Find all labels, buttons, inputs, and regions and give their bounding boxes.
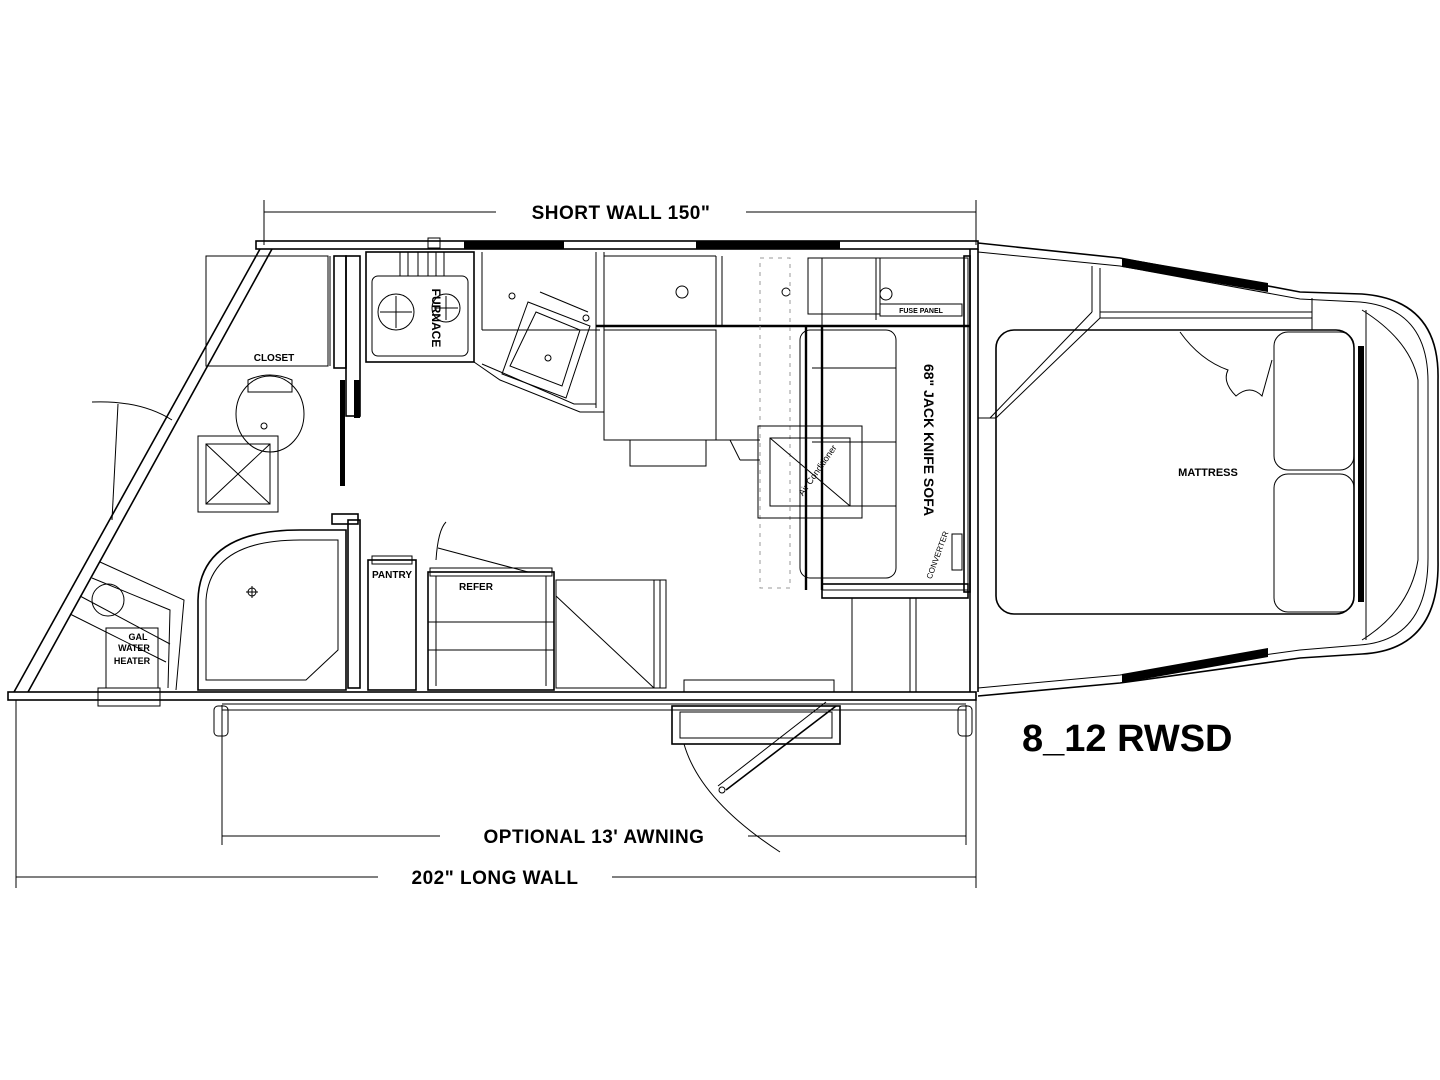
windows [464, 241, 1364, 683]
shower-pan [197, 435, 279, 513]
awning-label: OPTIONAL 13' AWNING [484, 827, 705, 848]
converter-label: CONVERTER [925, 530, 951, 580]
pantry-label: PANTRY [372, 570, 412, 581]
short-wall-dimension: SHORT WALL 150" [263, 200, 977, 245]
long-wall-label: 202" LONG WALL [412, 868, 579, 889]
burner-left [377, 293, 415, 331]
furnace-label: FURNACE [429, 289, 443, 348]
window-bed-bottom [1122, 648, 1268, 683]
window-bed-top [1122, 258, 1268, 292]
long-wall-dimension: 202" LONG WALL [15, 700, 977, 889]
air-conditioner [757, 425, 863, 519]
window-rear [1358, 346, 1364, 602]
short-wall-label: SHORT WALL 150" [532, 203, 711, 224]
kitchen-sink [501, 301, 591, 399]
fuse-panel-label: FUSE PANEL [899, 308, 944, 315]
awning-dimension: OPTIONAL 13' AWNING [221, 705, 967, 848]
bathroom-section: CLOSET [91, 255, 361, 691]
entry-step [671, 705, 841, 745]
window-front-2 [696, 241, 840, 249]
corner-shower [197, 529, 347, 691]
water-heater-section: GAL WATER HEATER [69, 561, 185, 707]
water-heater-line-1: GAL [129, 632, 149, 642]
refer-label: REFER [459, 582, 494, 593]
air-conditioner-label: Air Conditioner [796, 443, 838, 498]
kitchen-section: FURNACE [365, 237, 970, 467]
toilet [235, 375, 305, 453]
water-heater-line-2: WATER [118, 643, 150, 653]
awning-rail [213, 703, 973, 737]
sofa-section: FUSE PANEL 68" JACK KNIFE SOFA CONVERTER… [757, 255, 971, 692]
bedroom-section: MATTRESS [977, 242, 1439, 697]
water-heater-line-3: HEATER [114, 656, 151, 666]
closet-label: CLOSET [254, 353, 295, 364]
model-number: 8_12 RWSD [1022, 718, 1233, 760]
mattress [995, 329, 1355, 615]
water-heater-icon [91, 583, 125, 617]
trailer-shell [7, 240, 979, 701]
mattress-label: MATTRESS [1178, 467, 1238, 479]
window-front-1 [464, 241, 564, 249]
pantry-refer-section: PANTRY REFER [367, 521, 841, 853]
sofa-label: 68" JACK KNIFE SOFA [921, 364, 937, 516]
burner-right [431, 293, 461, 323]
